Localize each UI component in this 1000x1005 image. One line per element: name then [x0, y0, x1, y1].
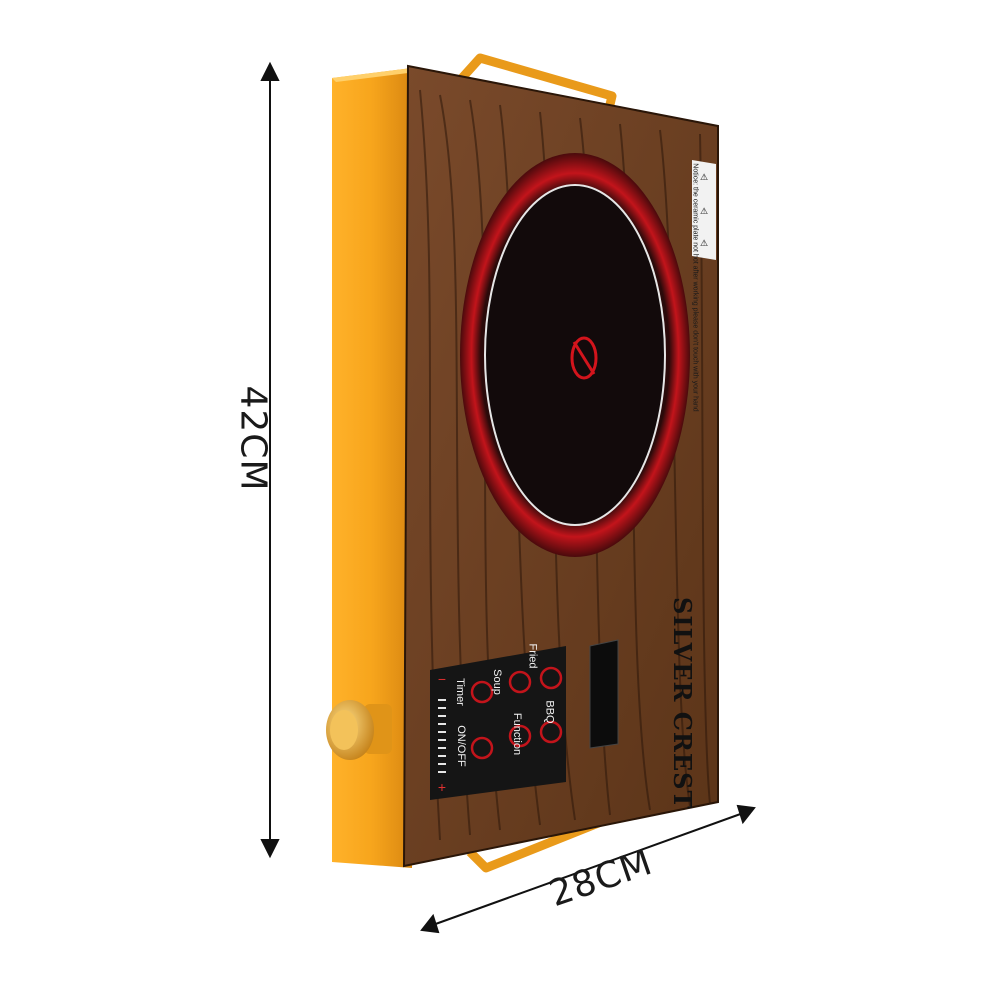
function-label: Function	[511, 712, 524, 756]
button-icons	[470, 666, 563, 760]
gold-body	[332, 68, 412, 868]
width-dimension-arrow	[420, 804, 756, 934]
digital-display	[589, 639, 619, 749]
no-touch-icon	[570, 336, 598, 380]
timer-button-icon	[539, 720, 563, 744]
warning-label	[692, 160, 716, 260]
ceramic-plate	[484, 184, 666, 526]
warning-text: Notice: the ceramic plate not hot after …	[691, 163, 699, 412]
caution-triangle-icon: ⚠	[700, 206, 708, 216]
warning-triangle-icon: ⚠	[700, 172, 708, 182]
power-button-icon	[470, 736, 494, 760]
hot-surface-icon: ⚠	[700, 238, 708, 248]
height-dimension-label: 42CM	[232, 385, 274, 492]
onoff-label: ON/OFF	[454, 725, 467, 767]
timer-label: Timer	[453, 678, 466, 706]
level-bars	[438, 699, 446, 773]
soup-label: Soup	[490, 669, 503, 695]
bbq-label: BBQ	[543, 700, 556, 724]
fried-button-icon	[508, 670, 532, 694]
control-panel	[430, 646, 566, 800]
function-button-icon	[508, 724, 532, 748]
plus-icon: +	[438, 779, 446, 795]
soup-button-icon	[470, 680, 494, 704]
brand-logo: SILVER CREST	[668, 597, 697, 810]
height-dimension-arrow	[260, 61, 280, 859]
bbq-button-icon	[539, 666, 563, 690]
fried-label: Fried	[526, 643, 539, 669]
control-knob	[326, 700, 392, 760]
minus-icon: −	[438, 671, 446, 687]
